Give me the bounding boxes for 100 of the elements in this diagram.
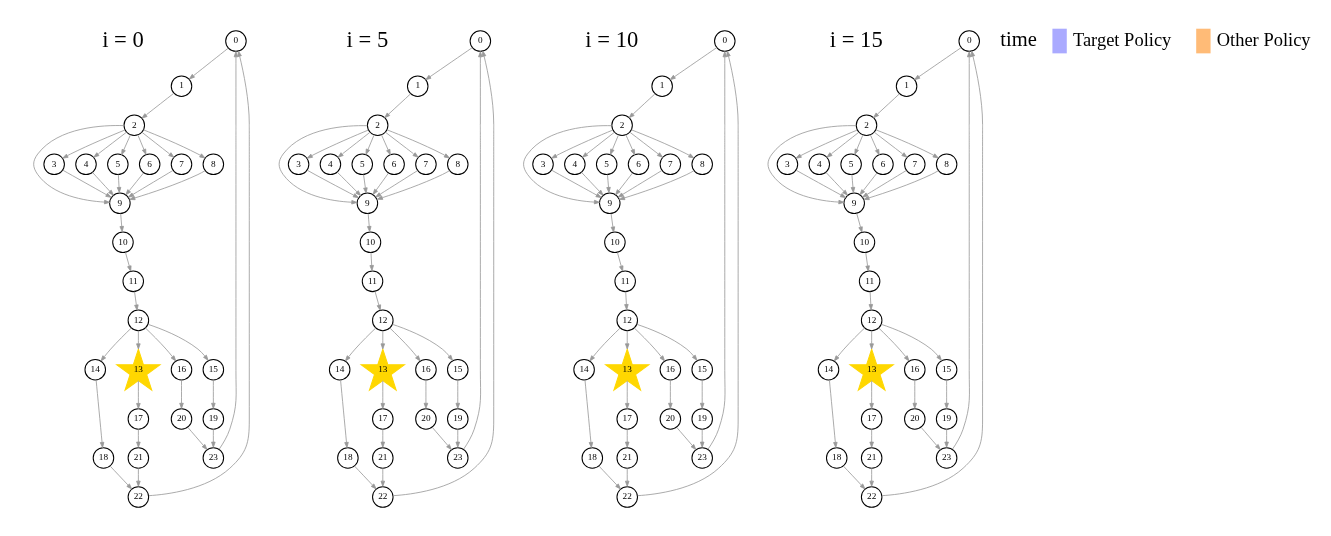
node-circle: 12 [860, 309, 882, 332]
node-circle: 21 [371, 447, 394, 469]
node-circle: 17 [127, 408, 149, 430]
node-circle: 5 [595, 153, 617, 176]
arrow [630, 129, 694, 159]
arrow [374, 290, 381, 311]
label: i = 5 [346, 26, 388, 52]
node-circle: 6 [138, 153, 160, 176]
arrow [95, 379, 104, 448]
arrow [618, 170, 694, 201]
node-circle: 9 [108, 192, 131, 215]
arrow [339, 379, 349, 448]
arrow [386, 129, 450, 159]
arrow [135, 428, 141, 448]
arrow [581, 131, 615, 158]
node-circle: 5 [350, 153, 373, 176]
arrow [951, 51, 971, 450]
arrow [863, 170, 939, 201]
arrow [868, 291, 873, 311]
node-circle: 15 [690, 358, 713, 381]
arrow [344, 327, 376, 362]
node-circle: 16 [659, 358, 681, 381]
arrow [337, 131, 370, 158]
node-circle: 10 [111, 231, 134, 254]
node-circle: 19 [935, 408, 957, 430]
label: i = 10 [584, 26, 638, 52]
arrow [864, 252, 870, 272]
arrow [336, 171, 361, 196]
arrow [91, 172, 114, 196]
arrow [833, 327, 865, 362]
node-circle: 12 [371, 309, 394, 332]
node-circle: 15 [446, 358, 469, 381]
arrow [133, 291, 139, 311]
node-circle: 11 [613, 270, 636, 293]
arrow [380, 428, 385, 448]
node-circle: 21 [127, 447, 149, 469]
arrow [522, 125, 612, 205]
arrow [380, 134, 391, 156]
node-circle: 7 [170, 153, 192, 176]
arrow [855, 212, 863, 233]
node-circle: 23 [690, 447, 713, 469]
arrow [388, 327, 421, 362]
node-circle: 16 [170, 358, 192, 381]
arrow [61, 129, 125, 159]
node-circle: 7 [903, 153, 926, 176]
arrow [913, 47, 961, 81]
node-circle: 18 [336, 447, 359, 469]
arrow [853, 134, 863, 155]
arrow [380, 380, 385, 409]
arrow [605, 174, 611, 193]
node-circle: 3 [42, 153, 65, 176]
arrow [423, 379, 428, 409]
arrow [633, 327, 665, 362]
node-circle: 5 [106, 153, 129, 176]
arrow [135, 330, 141, 350]
node-circle: 1 [406, 75, 428, 97]
arrow [462, 51, 483, 450]
arrow [868, 467, 874, 487]
node-circle: 0 [713, 30, 736, 52]
arrow [943, 379, 949, 409]
arrow [210, 428, 216, 448]
arrow [699, 379, 704, 409]
arrow [624, 467, 629, 487]
label: i = 15 [829, 26, 883, 52]
arrow [850, 174, 855, 193]
node-circle: 9 [598, 192, 621, 215]
node-circle: 0 [957, 30, 980, 52]
arrow [61, 169, 111, 198]
node-circle: 17 [615, 408, 638, 430]
arrow [880, 323, 942, 361]
arrow [636, 50, 739, 497]
node-circle: 6 [627, 153, 649, 176]
node-circle: 12 [615, 309, 638, 332]
arrow [623, 291, 629, 311]
arrow [391, 323, 453, 361]
arrow [119, 213, 124, 232]
arrow [142, 129, 205, 159]
node-circle: 16 [903, 358, 926, 381]
arrow [32, 125, 124, 205]
node-circle: 11 [361, 270, 383, 293]
arrow [616, 251, 623, 272]
arrow [795, 129, 857, 159]
arrow [875, 129, 939, 159]
node-circle: 9 [842, 192, 865, 215]
arrow [826, 131, 859, 158]
node-circle: 23 [446, 447, 469, 469]
node-circle: 16 [414, 358, 437, 381]
arrow [384, 131, 419, 158]
arrow [859, 172, 878, 196]
arrow [609, 134, 619, 155]
node-circle: 20 [170, 408, 192, 430]
arrow [109, 465, 132, 490]
arrow [372, 172, 389, 195]
node-circle: 23 [202, 447, 224, 469]
node-circle: 14 [328, 358, 350, 381]
arrow [868, 330, 874, 350]
arrow [828, 379, 838, 448]
label: time [999, 28, 1037, 51]
arrow [144, 327, 176, 362]
node-circle: 18 [825, 447, 848, 469]
